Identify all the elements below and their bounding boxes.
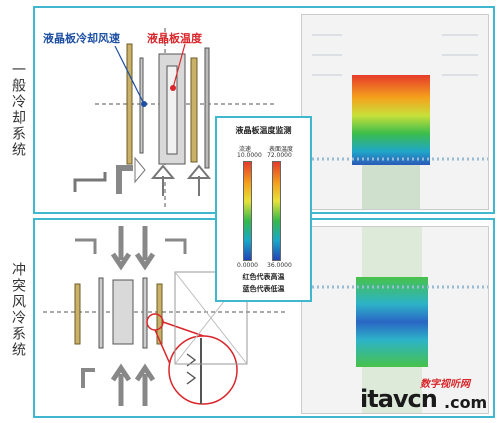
legend-top-right: 72.0000	[267, 152, 292, 159]
watermark-logo: 数字视听网 itavcn .com	[360, 377, 490, 413]
legend-note-blue: 蓝色代表低温	[242, 285, 285, 293]
simulation-normal-cooling	[301, 14, 489, 210]
legend-bar-speed	[243, 161, 252, 261]
legend-bar-temperature	[272, 161, 281, 261]
impact-cooling-schematic	[43, 226, 285, 406]
legend-col-right: 表面温度	[269, 146, 294, 153]
row-label-impact-cooling: 冲突风冷系统	[10, 262, 26, 358]
temperature-annotation: 液晶板温度	[147, 32, 202, 45]
legend-note-red: 红色代表高温	[242, 273, 285, 281]
legend-col-left: 流速	[239, 146, 252, 153]
watermark-domain: .com	[444, 393, 488, 412]
temperature-legend: 液晶板温度监测 流速 表面温度 10.0000 72.0000 0.0000 3…	[215, 116, 312, 302]
panel-normal-cooling: 液晶板冷却风速 液晶板温度	[33, 6, 495, 214]
watermark-brand: itavcn	[360, 385, 438, 413]
legend-title: 液晶板温度监测	[235, 126, 292, 135]
simulation-impact-cooling	[301, 226, 489, 414]
watermark-tagline: 数字视听网	[420, 379, 470, 390]
legend-bottom-left: 0.0000	[237, 262, 258, 269]
legend-bottom-right: 36.0000	[267, 262, 292, 269]
panel-impact-cooling	[33, 218, 495, 418]
row-label-normal-cooling: 一般冷却系统	[10, 62, 26, 158]
normal-cooling-schematic	[73, 28, 275, 208]
legend-top-left: 10.0000	[237, 152, 262, 159]
airspeed-annotation: 液晶板冷却风速	[43, 32, 120, 45]
